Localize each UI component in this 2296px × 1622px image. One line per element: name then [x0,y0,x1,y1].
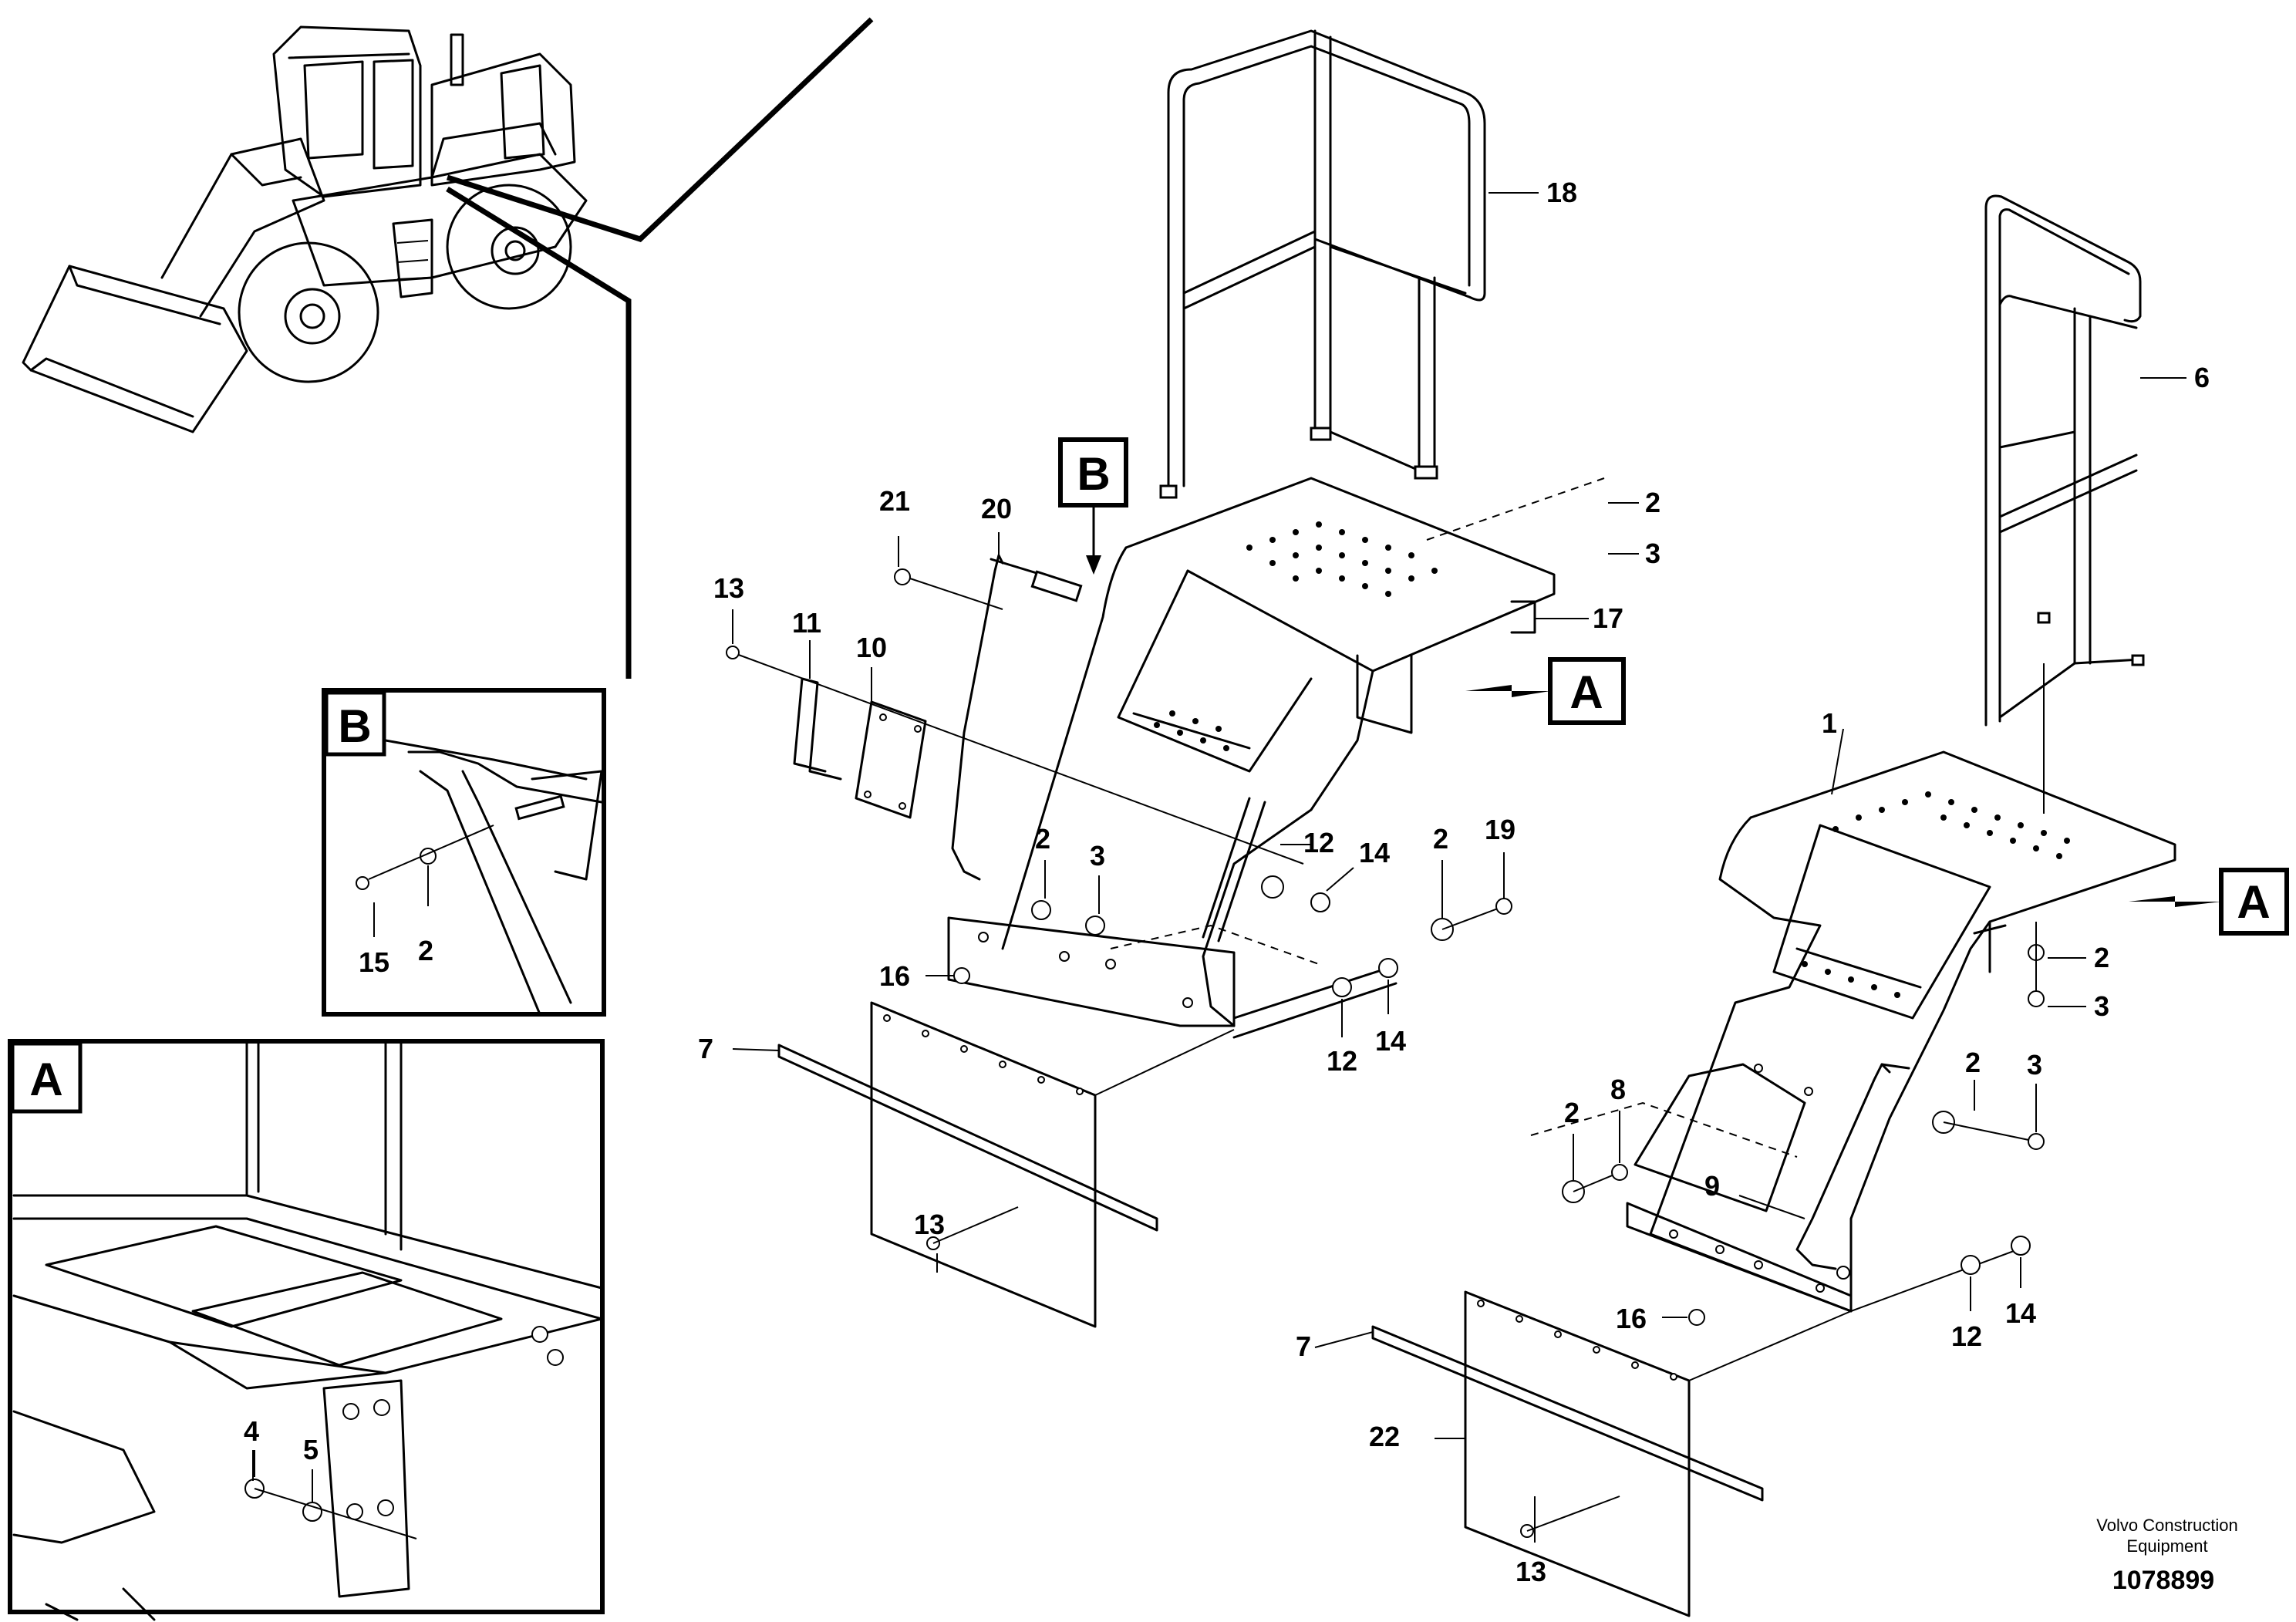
callout-3: 3 [1645,538,1660,569]
callout-2: 2 [2094,942,2109,973]
callout-20: 20 [981,493,1012,524]
platform-left [947,477,1605,1027]
callout-18: 18 [1546,177,1577,208]
drawing-footer: Volvo Construction Equipment 1078899 [2096,1516,2237,1595]
detail-a-inset: A [8,1039,605,1621]
detail-a-inset-label: A [29,1054,62,1105]
callout-7: 7 [1296,1330,1311,1362]
callout-1: 1 [1822,707,1837,739]
leader-lines [252,192,2186,1543]
view-a-reference-left: A [1465,657,1626,725]
callout-12: 12 [1327,1045,1357,1077]
detail-b-inset-label: B [338,700,371,752]
callout-3: 3 [2094,990,2109,1022]
callout-12: 12 [1303,827,1334,858]
callout-8: 8 [1610,1074,1626,1105]
handrail-6 [1984,194,2145,814]
callout-2: 2 [418,935,433,966]
company-line-1: Volvo Construction [2096,1516,2237,1535]
view-a-left-label: A [1569,666,1603,718]
callout-6: 6 [2194,362,2210,393]
handrail-18 [1159,29,1486,499]
callout-15: 15 [359,946,389,978]
grab-bar-20 [894,554,1083,881]
callout-21: 21 [879,485,910,517]
callout-9: 9 [1704,1170,1720,1202]
callout-5: 5 [303,1434,319,1465]
callout-labels: 18 6 2 3 17 1 2 3 21 20 13 11 10 12 14 2… [244,177,2210,1587]
callout-7: 7 [698,1033,713,1064]
callout-2: 2 [1433,823,1448,855]
view-a-reference-right: A [2129,868,2289,936]
callout-2: 2 [1965,1047,1981,1078]
callout-14: 14 [1359,837,1390,868]
plate-10 [855,700,927,819]
callout-13: 13 [713,572,744,604]
callout-17: 17 [1593,602,1623,634]
callout-16: 16 [1616,1303,1647,1334]
view-a-right-label: A [2237,876,2270,928]
callout-2: 2 [1564,1097,1580,1128]
callout-16: 16 [879,960,910,992]
drawing-number: 1078899 [2112,1566,2214,1595]
callout-13: 13 [914,1209,945,1240]
callout-3: 3 [2027,1049,2042,1081]
wheel-loader-illustration [22,17,874,679]
callout-13: 13 [1515,1556,1546,1587]
callout-3: 3 [1090,840,1105,872]
callout-12: 12 [1951,1320,1982,1352]
mudflap-left [777,1001,1235,1328]
callout-11: 11 [792,607,821,639]
company-line-2: Equipment [2126,1536,2207,1556]
callout-22: 22 [1369,1421,1400,1452]
callout-19: 19 [1485,814,1515,845]
detail-b-top-label: B [1077,448,1110,500]
platform-right [1530,750,2176,1326]
callout-4: 4 [244,1415,259,1447]
detail-b-inset: B [322,688,606,1017]
callout-2: 2 [1645,487,1660,518]
mudflap-right [1371,1290,1852,1617]
callout-14: 14 [1375,1025,1406,1057]
bracket-11 [793,677,842,781]
detail-b-reference: B [1058,437,1128,575]
callout-2: 2 [1035,823,1050,855]
callout-14: 14 [2005,1297,2036,1329]
callout-10: 10 [856,632,887,663]
